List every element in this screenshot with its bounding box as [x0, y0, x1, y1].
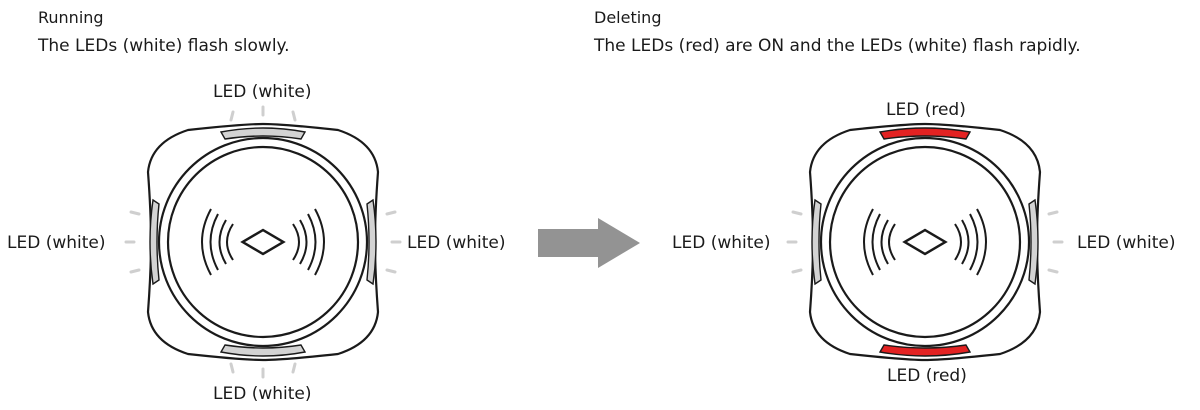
nfc-reader-icon: [808, 122, 1042, 362]
running-bottom-led: [219, 344, 307, 357]
deleting-device: [786, 122, 1064, 362]
running-left-led-label: LED (white): [7, 233, 106, 253]
running-state-title: Running: [38, 8, 104, 27]
running-bottom-led-label: LED (white): [213, 384, 312, 404]
running-right-led-label: LED (white): [407, 233, 506, 253]
running-flash-ticks: [124, 105, 402, 379]
deleting-description: The LEDs (red) are ON and the LEDs (whit…: [594, 36, 1081, 56]
right-arrow-icon: [538, 218, 640, 268]
running-top-led: [219, 127, 307, 140]
running-left-led: [149, 198, 160, 286]
running-top-led-label: LED (white): [213, 82, 312, 102]
deleting-flash-ticks: [786, 210, 1064, 274]
running-description: The LEDs (white) flash slowly.: [38, 36, 290, 56]
deleting-top-led: [878, 127, 972, 140]
nfc-reader-icon: [146, 122, 380, 362]
deleting-right-led: [1028, 198, 1039, 286]
running-right-led: [366, 198, 377, 286]
deleting-top-led-label: LED (red): [886, 100, 966, 120]
deleting-left-led-label: LED (white): [672, 233, 771, 253]
running-device: [124, 105, 402, 379]
deleting-bottom-led: [878, 344, 972, 357]
deleting-state-title: Deleting: [594, 8, 662, 27]
deleting-left-led: [811, 198, 822, 286]
deleting-right-led-label: LED (white): [1077, 233, 1176, 253]
deleting-bottom-led-label: LED (red): [887, 366, 967, 386]
